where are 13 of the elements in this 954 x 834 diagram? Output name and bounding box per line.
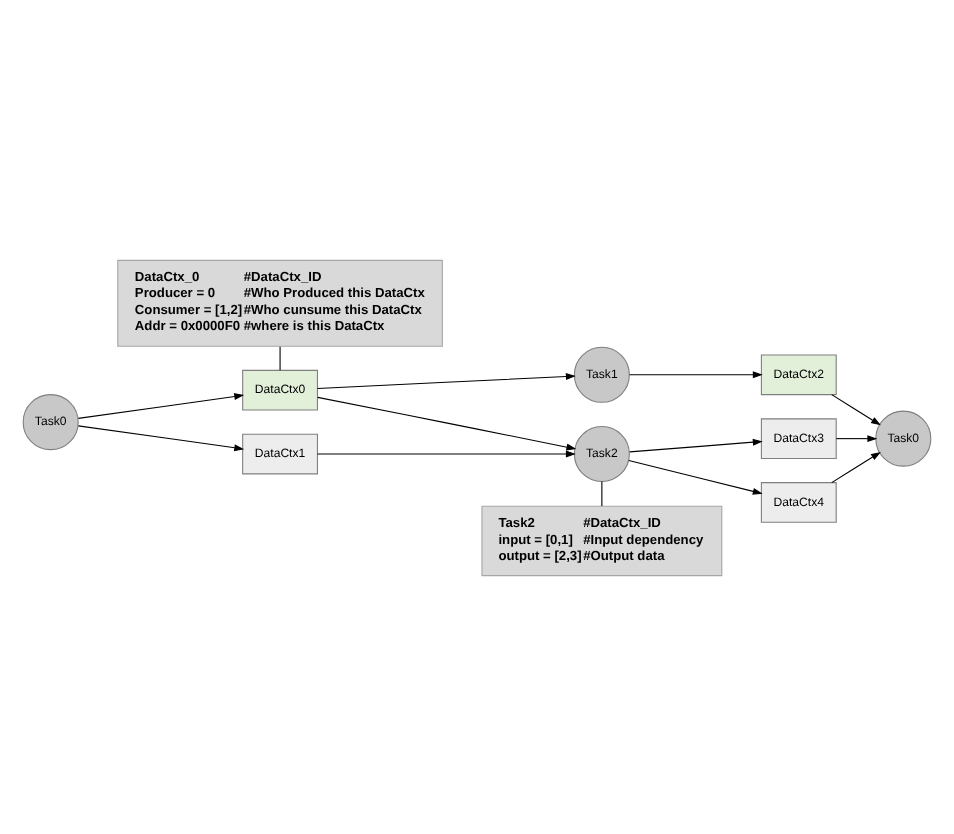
arrow	[317, 395, 577, 450]
arrow	[831, 450, 881, 483]
arrow	[628, 458, 763, 494]
arrow	[77, 392, 245, 418]
arrow	[316, 449, 576, 457]
arrow	[629, 437, 763, 452]
arrow	[316, 372, 576, 389]
arrow	[835, 434, 878, 442]
connector	[601, 480, 603, 506]
connector	[279, 345, 281, 370]
arrow	[77, 424, 245, 451]
arrow	[831, 393, 881, 425]
arrow	[629, 370, 763, 378]
